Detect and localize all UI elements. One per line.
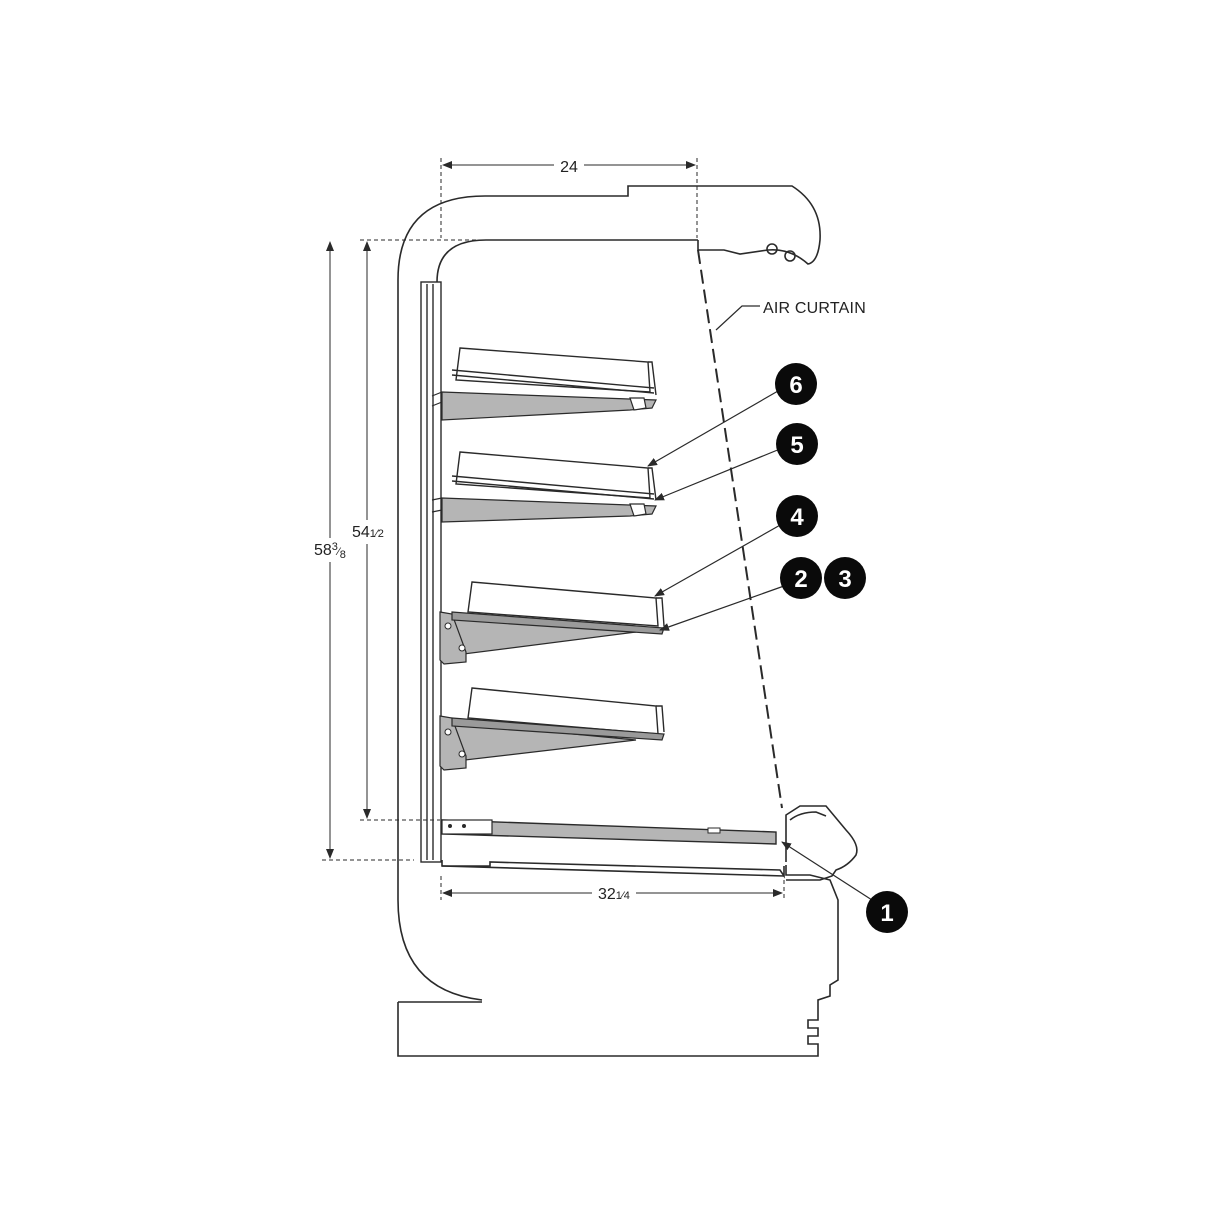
case-inner-wall bbox=[436, 239, 698, 283]
front-nose bbox=[785, 805, 858, 881]
svg-text:5: 5 bbox=[790, 432, 803, 459]
dimensions bbox=[322, 158, 785, 900]
leader-5 bbox=[654, 448, 781, 501]
case-outline bbox=[397, 185, 858, 1057]
shelf-1 bbox=[431, 347, 657, 421]
callout-leaders bbox=[647, 390, 873, 901]
callouts: 6 5 4 2 3 1 bbox=[775, 363, 908, 933]
callout-2: 2 bbox=[780, 557, 822, 599]
callout-5: 5 bbox=[776, 423, 818, 465]
rear-panel bbox=[420, 281, 442, 863]
dim-bottom-depth: 321⁄4 bbox=[598, 886, 630, 903]
shelf-3 bbox=[439, 581, 665, 665]
air-curtain-leader bbox=[715, 305, 760, 331]
leader-4 bbox=[654, 523, 783, 597]
deck-shelf bbox=[441, 819, 777, 845]
svg-text:2: 2 bbox=[794, 566, 807, 593]
svg-text:4: 4 bbox=[790, 504, 804, 531]
canopy-light-1 bbox=[766, 243, 778, 255]
deck-pan-front bbox=[441, 865, 785, 877]
case-outer-wall bbox=[397, 185, 821, 1001]
dim-outer-height: 583⁄8 bbox=[314, 541, 346, 561]
case-base bbox=[397, 865, 839, 1057]
air-curtain-label: AIR CURTAIN bbox=[763, 300, 866, 317]
canopy-light-2 bbox=[784, 250, 796, 262]
leader-23 bbox=[659, 585, 785, 631]
callout-6: 6 bbox=[775, 363, 817, 405]
leader-1 bbox=[781, 841, 873, 901]
shelf-2-clip bbox=[629, 503, 647, 517]
shelf-4 bbox=[439, 687, 665, 771]
svg-text:1: 1 bbox=[880, 900, 893, 927]
air-curtain-line bbox=[697, 249, 783, 809]
shelf-1-bracket bbox=[441, 391, 657, 421]
callout-3: 3 bbox=[824, 557, 866, 599]
shelf-1-clip bbox=[629, 397, 647, 411]
shelf-3-tray bbox=[467, 581, 659, 627]
leader-6 bbox=[647, 390, 779, 467]
callout-1: 1 bbox=[866, 891, 908, 933]
front-nose-inner bbox=[789, 811, 827, 821]
svg-text:6: 6 bbox=[789, 372, 802, 399]
callout-4: 4 bbox=[776, 495, 818, 537]
svg-text:3: 3 bbox=[838, 566, 851, 593]
dim-top-width: 24 bbox=[560, 159, 578, 176]
shelf-2 bbox=[431, 451, 657, 523]
dim-inner-height: 541⁄2 bbox=[352, 524, 384, 541]
shelf-2-bracket bbox=[441, 497, 657, 523]
